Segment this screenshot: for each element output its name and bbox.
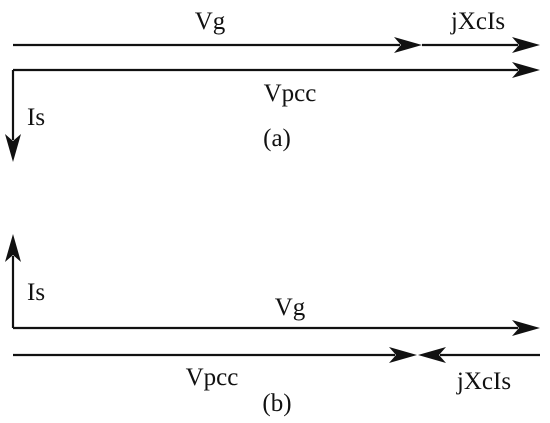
- vpcc-label-b: Vpcc: [186, 364, 239, 391]
- vg-label-a: Vg: [195, 8, 226, 35]
- vg-vector-a: [13, 37, 422, 53]
- jxcis-label-b: jXcIs: [456, 368, 511, 395]
- vpcc-vector-a: [13, 62, 540, 78]
- is-vector-b: [5, 234, 21, 328]
- diagram-b: Is Vg Vpcc jXcIs (b): [5, 234, 540, 417]
- jxcis-vector-b: [418, 347, 540, 363]
- diagram-a: Vg jXcIs Vpcc Is (a): [5, 8, 540, 162]
- jxcis-vector-a: [422, 37, 540, 53]
- vpcc-label-a: Vpcc: [264, 80, 317, 107]
- vg-vector-b: [13, 320, 540, 336]
- vpcc-vector-b: [13, 347, 417, 363]
- vg-label-b: Vg: [275, 294, 306, 321]
- is-label-a: Is: [27, 104, 45, 131]
- is-vector-a: [5, 70, 21, 162]
- caption-a: (a): [263, 125, 291, 152]
- caption-b: (b): [262, 390, 291, 417]
- is-label-b: Is: [27, 279, 45, 306]
- jxcis-label-a: jXcIs: [450, 8, 505, 35]
